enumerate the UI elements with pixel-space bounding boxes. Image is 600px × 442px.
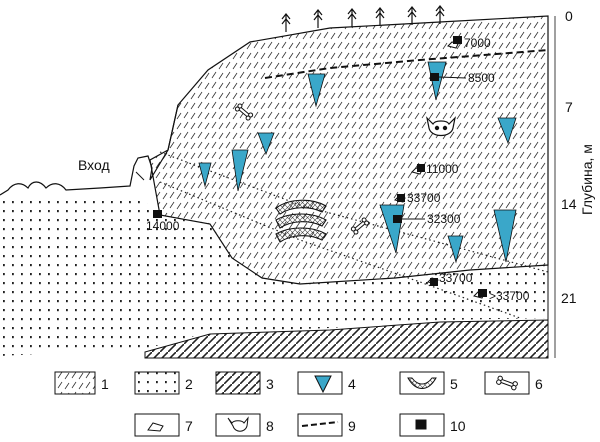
legend xyxy=(54,371,530,437)
slope-outline xyxy=(0,104,179,196)
legend-item-6 xyxy=(484,371,530,395)
clay-layer xyxy=(149,15,549,285)
legend-item-8 xyxy=(215,413,261,437)
legend-number: 4 xyxy=(348,376,356,392)
date-label: 8500 xyxy=(468,71,495,85)
skull-icon xyxy=(426,116,456,137)
legend-item-9 xyxy=(297,413,343,437)
depth-tick-21: 21 xyxy=(561,290,577,306)
legend-number: 9 xyxy=(348,418,356,434)
sample-markers xyxy=(153,36,487,297)
legend-number: 6 xyxy=(535,376,543,392)
legend-number: 10 xyxy=(450,418,466,434)
sand-layer xyxy=(0,195,548,356)
horizon-line xyxy=(264,49,549,79)
entrance-label: Вход xyxy=(78,157,110,173)
bone-icons xyxy=(234,103,370,235)
stalactites xyxy=(198,61,517,264)
depth-tick-0: 0 xyxy=(565,8,573,24)
depth-axis-title: Глубина, м xyxy=(579,144,595,215)
date-label: 7000 xyxy=(464,36,491,50)
legend-number: 7 xyxy=(185,418,193,434)
depth-tick-7: 7 xyxy=(565,99,573,115)
legend-number: 8 xyxy=(266,418,274,434)
date-label: 33700 xyxy=(407,191,441,205)
legend-number: 2 xyxy=(185,376,193,392)
date-label: 33700 xyxy=(439,271,473,285)
date-label: 14000 xyxy=(146,219,180,233)
depth-tick-14: 14 xyxy=(561,196,577,212)
legend-item-7 xyxy=(134,413,180,437)
legend-item-3 xyxy=(215,371,261,395)
legend-item-4 xyxy=(297,371,343,395)
date-label: >33700 xyxy=(489,289,530,303)
horn-fragments xyxy=(275,199,327,243)
legend-item-2 xyxy=(134,371,180,395)
date-label: 11000 xyxy=(426,162,459,176)
legend-number: 5 xyxy=(450,376,458,392)
legend-item-5 xyxy=(399,371,445,395)
legend-number: 3 xyxy=(266,376,274,392)
legend-number: 1 xyxy=(101,376,109,392)
bedrock-layer xyxy=(144,319,549,359)
date-label: 32300 xyxy=(427,212,461,226)
legend-item-10 xyxy=(399,413,445,437)
legend-item-1 xyxy=(54,371,96,395)
tree-icons xyxy=(281,5,445,32)
